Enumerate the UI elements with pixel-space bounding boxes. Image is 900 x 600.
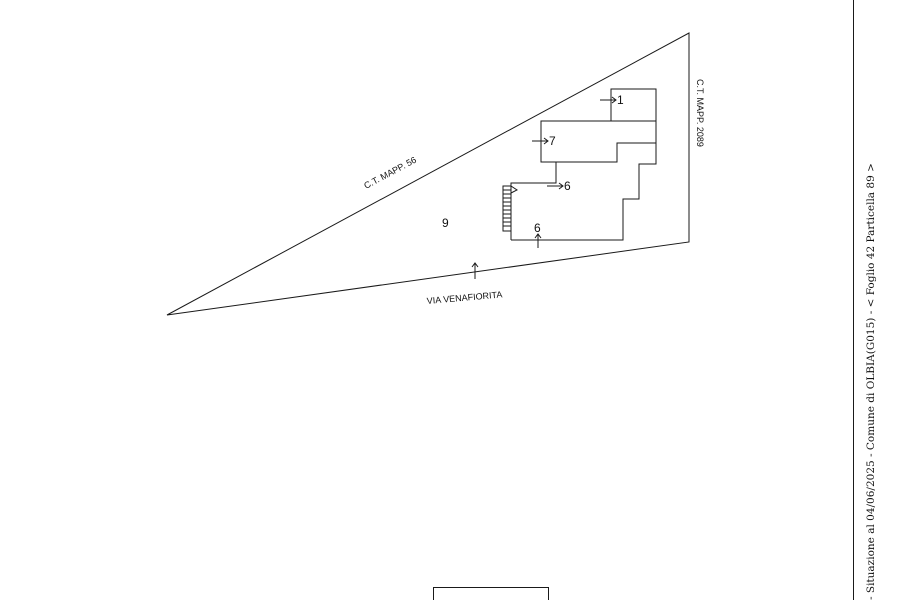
- neighbor-east-label: C.T. MAPP. 2089: [695, 79, 705, 147]
- arrow-street: [471, 262, 479, 279]
- stair-symbol: [502, 185, 518, 232]
- neighbor-west-label: C.T. MAPP. 56: [362, 155, 418, 191]
- document-side-note: - Situazione al 04/06/2025 - Comune di O…: [865, 163, 877, 600]
- building-outline: [510, 88, 657, 241]
- bottom-box-outline: [433, 587, 549, 600]
- arrow-sub-1: [600, 96, 617, 104]
- subaltern-7-label: 7: [549, 134, 556, 148]
- subaltern-6-upper-label: 6: [564, 179, 571, 193]
- arrow-sub-7: [532, 137, 549, 145]
- parcel-boundary: [166, 32, 690, 316]
- arrow-sub-6-lower: [534, 233, 542, 248]
- arrow-sub-6-upper: [547, 182, 564, 190]
- street-label: VIA VENAFIORITA: [426, 289, 502, 306]
- subaltern-6-lower-label: 6: [534, 221, 541, 235]
- subaltern-1-label: 1: [617, 93, 624, 107]
- subaltern-9-label: 9: [442, 216, 449, 230]
- building-partition-middle: [556, 142, 656, 163]
